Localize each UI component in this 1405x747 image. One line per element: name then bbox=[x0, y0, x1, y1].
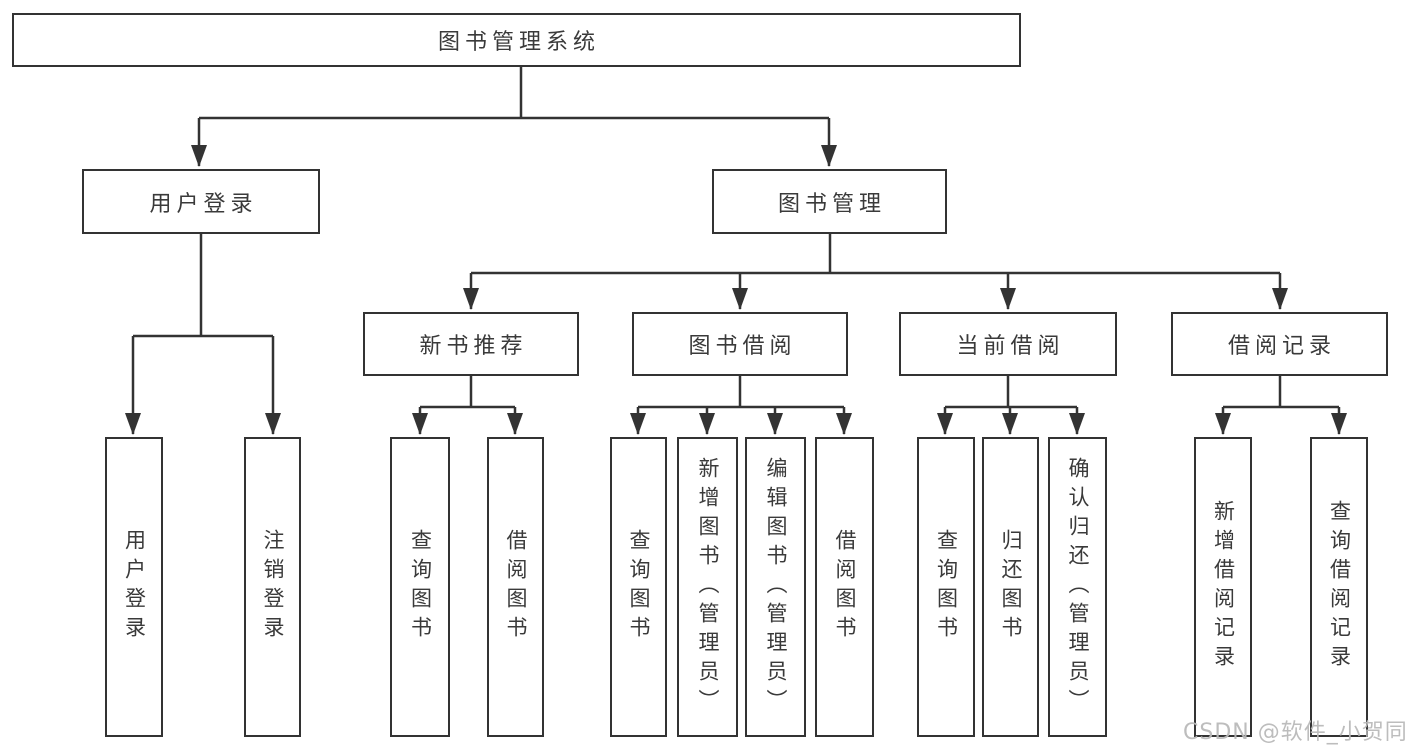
leaf-borrowing-borrow-books: 借阅图书 bbox=[815, 437, 874, 737]
leaf-current-confirm-return-admin: 确认归还（管理员） bbox=[1048, 437, 1107, 737]
leaf-current-query-books: 查询图书 bbox=[917, 437, 975, 737]
node-current-borrowing: 当前借阅 bbox=[899, 312, 1117, 376]
node-new-book-recommendation: 新书推荐 bbox=[363, 312, 579, 376]
node-book-borrowing: 图书借阅 bbox=[632, 312, 848, 376]
leaf-user-login: 用户登录 bbox=[105, 437, 163, 737]
node-borrowing-records: 借阅记录 bbox=[1171, 312, 1388, 376]
leaf-current-return-books: 归还图书 bbox=[982, 437, 1039, 737]
node-user-login: 用户登录 bbox=[82, 169, 320, 234]
leaf-borrowing-edit-books-admin: 编辑图书（管理员） bbox=[745, 437, 806, 737]
leaf-records-add-record: 新增借阅记录 bbox=[1194, 437, 1252, 737]
leaf-borrowing-add-books-admin: 新增图书（管理员） bbox=[677, 437, 738, 737]
leaf-recommend-borrow-books: 借阅图书 bbox=[487, 437, 544, 737]
node-library-management-system: 图书管理系统 bbox=[12, 13, 1021, 67]
node-book-management: 图书管理 bbox=[712, 169, 947, 234]
leaf-borrowing-query-books: 查询图书 bbox=[610, 437, 667, 737]
leaf-recommend-query-books: 查询图书 bbox=[390, 437, 450, 737]
leaf-records-query-record: 查询借阅记录 bbox=[1310, 437, 1368, 737]
leaf-logout: 注销登录 bbox=[244, 437, 301, 737]
csdn-watermark: CSDN @软件_小贺同学 bbox=[1183, 720, 1405, 745]
